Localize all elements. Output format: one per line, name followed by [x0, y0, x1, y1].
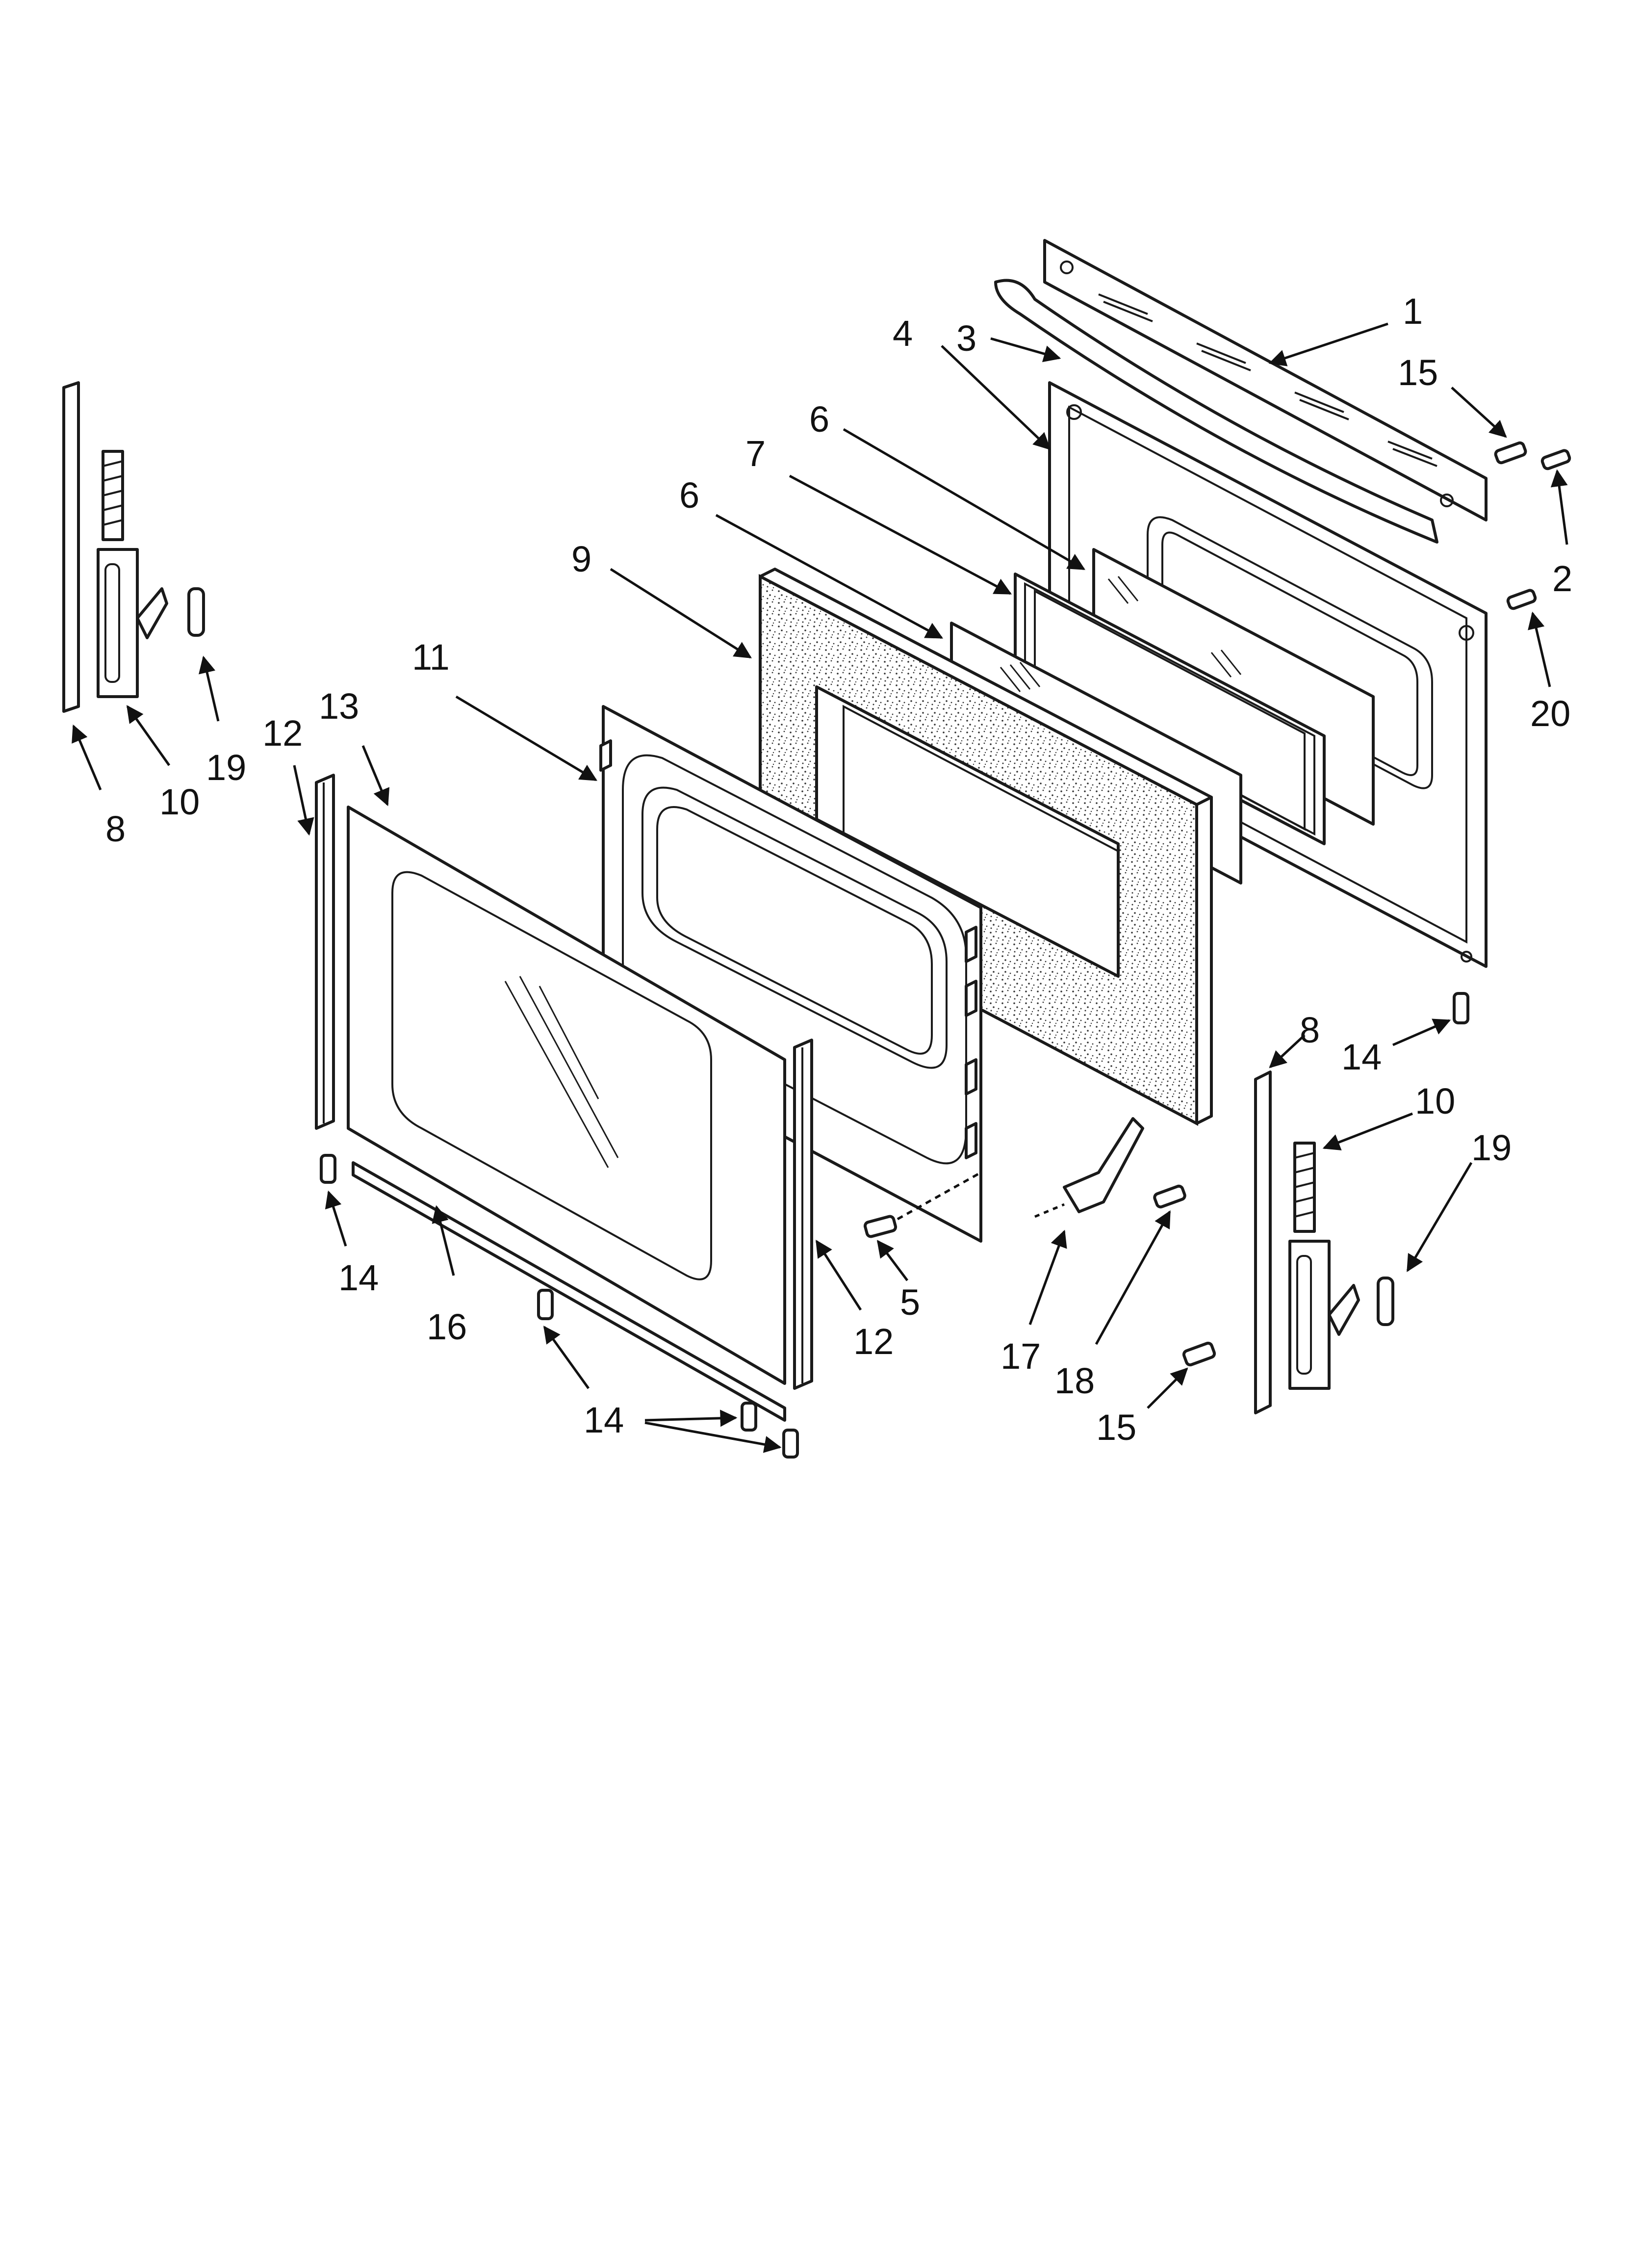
screw-part-14-left: [320, 1154, 336, 1184]
callout-19-left: 19: [206, 747, 246, 788]
callout-12-right: 12: [853, 1321, 894, 1362]
callout-11: 11: [412, 637, 450, 678]
callout-6-rear: 6: [809, 399, 829, 440]
callout-14-bottom: 14: [584, 1400, 624, 1440]
callout-15-top: 15: [1398, 352, 1438, 393]
hinge-left-part-10: [97, 450, 168, 698]
screw-part-14-bottom-b: [741, 1402, 757, 1432]
outer-glass-part-13: [347, 806, 786, 1385]
side-trim-right-part-12: [793, 1039, 813, 1390]
screw-part-18: [1153, 1184, 1186, 1209]
callout-4: 4: [893, 313, 913, 354]
screw-part-14-bottom-a: [537, 1289, 554, 1320]
callout-1: 1: [1403, 291, 1423, 332]
screw-part-20: [1506, 589, 1537, 610]
callout-labels: 1 3 15 4 6 7 6 2 9 20 11 13 12 19 10 8 8…: [105, 291, 1572, 1448]
callout-6-front: 6: [679, 475, 699, 516]
screw-part-14-right: [1453, 992, 1469, 1024]
callout-14-left: 14: [338, 1257, 379, 1298]
glass-pack-frame-part-7: [1014, 573, 1326, 845]
callout-12-left: 12: [262, 713, 303, 754]
door-handle-part-3: [994, 279, 1438, 544]
callout-20: 20: [1530, 693, 1570, 734]
callout-8-left: 8: [105, 808, 126, 849]
hinge-receiver-left-part-8: [62, 381, 80, 713]
screw-part-14-bottom-c: [782, 1429, 799, 1459]
callout-16: 16: [427, 1306, 467, 1347]
insulation-part-9: [759, 568, 1213, 1126]
hinge-pin-left-part-19: [187, 587, 205, 637]
callout-17: 17: [1001, 1336, 1041, 1377]
callout-14-right: 14: [1341, 1037, 1382, 1077]
vent-trim-part-1: [1043, 239, 1488, 521]
callout-7: 7: [745, 433, 766, 474]
callout-13: 13: [319, 686, 359, 727]
screw-part-15-top: [1494, 441, 1527, 465]
callout-15-bottom: 15: [1096, 1407, 1136, 1448]
hinge-pin-right-part-19: [1377, 1277, 1394, 1326]
leader-lines: [72, 322, 1568, 1453]
hinge-right-part-10: [1288, 1142, 1360, 1390]
callout-8-right: 8: [1300, 1010, 1320, 1050]
callout-5: 5: [900, 1282, 920, 1323]
callout-9: 9: [571, 539, 591, 579]
bottom-trim-part-16: [352, 1161, 786, 1422]
callout-3: 3: [956, 318, 976, 359]
callout-2: 2: [1552, 558, 1572, 599]
screw-part-2: [1540, 449, 1571, 470]
hinge-receiver-right-part-8: [1254, 1070, 1272, 1414]
bracket-part-17: [1034, 1117, 1144, 1218]
screw-part-15-bottom: [1182, 1341, 1216, 1367]
callout-10-left: 10: [159, 782, 200, 822]
callout-10-right: 10: [1415, 1081, 1455, 1121]
callout-18: 18: [1054, 1360, 1095, 1401]
screw-part-5: [863, 1171, 982, 1238]
side-trim-left-part-12: [315, 774, 335, 1130]
callout-19-right: 19: [1471, 1127, 1512, 1168]
